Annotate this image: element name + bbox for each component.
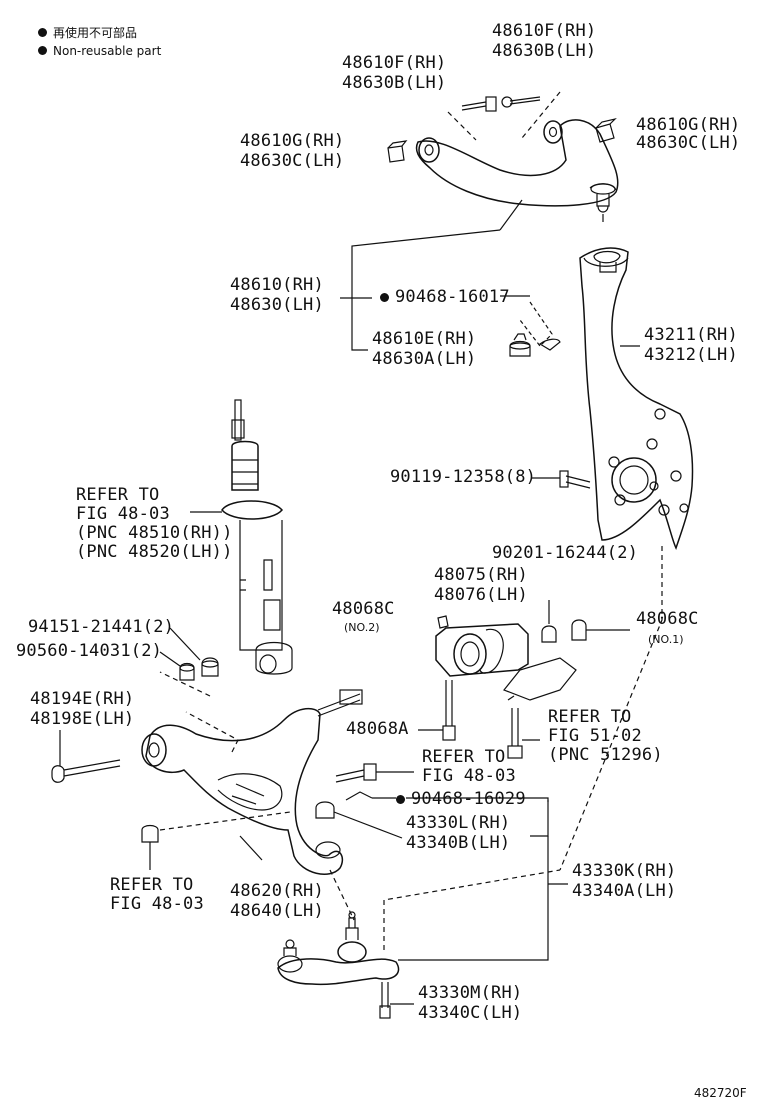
legend-en: Non-reusable part [38,44,161,58]
part-label[interactable]: 48610G(RH) [636,115,741,135]
refer-to-label: REFER TO [422,747,506,767]
lock-nut-group [500,295,561,357]
legend-jp-text: 再使用不可部品 [53,26,138,40]
part-label[interactable]: 43330M(RH) [418,983,523,1003]
part-label[interactable]: 48630B(LH) [492,41,597,61]
part-label[interactable]: 48630B(LH) [342,73,447,93]
part-label[interactable]: 48068C [636,609,699,629]
part-label[interactable]: 48610E(RH) [372,329,477,349]
non-reusable-bullet-icon [38,46,47,55]
part-note: (NO.2) [344,621,380,634]
refer-to-label: REFER TO [110,875,194,895]
rear-bushing [418,600,630,759]
part-label[interactable]: 48620(RH) [230,881,324,901]
refer-to-label: REFER TO [548,707,632,727]
part-label[interactable]: 48068C [332,599,395,619]
shock-absorber [190,399,293,675]
part-label[interactable]: 48068A [346,719,409,739]
part-number: 90468-16029 [411,789,526,809]
refer-to-link[interactable]: FIG 48-03 [76,504,170,524]
bolt-set-left [159,627,239,753]
refer-to-label: REFER TO [76,485,160,505]
refer-to-pnc: (PNC 51296) [548,745,663,765]
refer-to-pnc: (PNC 48520(LH)) [76,542,233,562]
part-label[interactable]: 48630A(LH) [372,349,477,369]
part-label[interactable]: 48610F(RH) [342,53,447,73]
part-label[interactable]: 90201-16244(2) [492,543,639,563]
part-label-nonreusable[interactable]: 90468-16017 [380,288,510,307]
part-label[interactable]: 43340C(LH) [418,1003,523,1023]
refer-to-link[interactable]: FIG 48-03 [110,894,204,914]
part-label[interactable]: 43211(RH) [644,325,738,345]
part-number: 90468-16017 [395,287,510,307]
part-label[interactable]: 43330L(RH) [406,813,511,833]
non-reusable-bullet-icon [38,28,47,37]
figure-id: 482720F [694,1086,747,1100]
part-label[interactable]: 48194E(RH) [30,689,135,709]
part-label[interactable]: 43330K(RH) [572,861,677,881]
refer-to-link[interactable]: FIG 48-03 [422,766,516,786]
non-reusable-bullet-icon [380,293,389,302]
non-reusable-bullet-icon [396,795,405,804]
part-label[interactable]: 43340A(LH) [572,881,677,901]
part-label-nonreusable[interactable]: 90468-16029 [396,790,526,809]
part-label[interactable]: 43212(LH) [644,345,738,365]
part-label[interactable]: 94151-21441(2) [28,617,175,637]
part-label[interactable]: 48075(RH) [434,565,528,585]
part-label[interactable]: 48610F(RH) [492,21,597,41]
part-label[interactable]: 48630C(LH) [240,151,345,171]
upper-control-arm [340,91,619,351]
part-label[interactable]: 48198E(LH) [30,709,135,729]
part-label[interactable]: 48640(LH) [230,901,324,921]
part-label[interactable]: 48610G(RH) [240,131,345,151]
part-label[interactable]: 43340B(LH) [406,833,511,853]
legend-en-text: Non-reusable part [53,44,162,58]
refer-to-pnc: (PNC 48510(RH)) [76,523,233,543]
refer-to-link[interactable]: FIG 51-02 [548,726,642,746]
part-note: (NO.1) [648,633,684,646]
part-label[interactable]: 48630C(LH) [636,133,741,153]
part-label[interactable]: 90119-12358(8) [390,467,537,487]
part-label[interactable]: 48076(LH) [434,585,528,605]
part-label[interactable]: 90560-14031(2) [16,641,163,661]
ball-joint [277,546,663,1019]
part-label[interactable]: 48630(LH) [230,295,324,315]
part-label[interactable]: 48610(RH) [230,275,324,295]
legend-jp: 再使用不可部品 [38,26,137,40]
steering-knuckle [532,247,694,550]
lower-control-arm [51,689,414,875]
